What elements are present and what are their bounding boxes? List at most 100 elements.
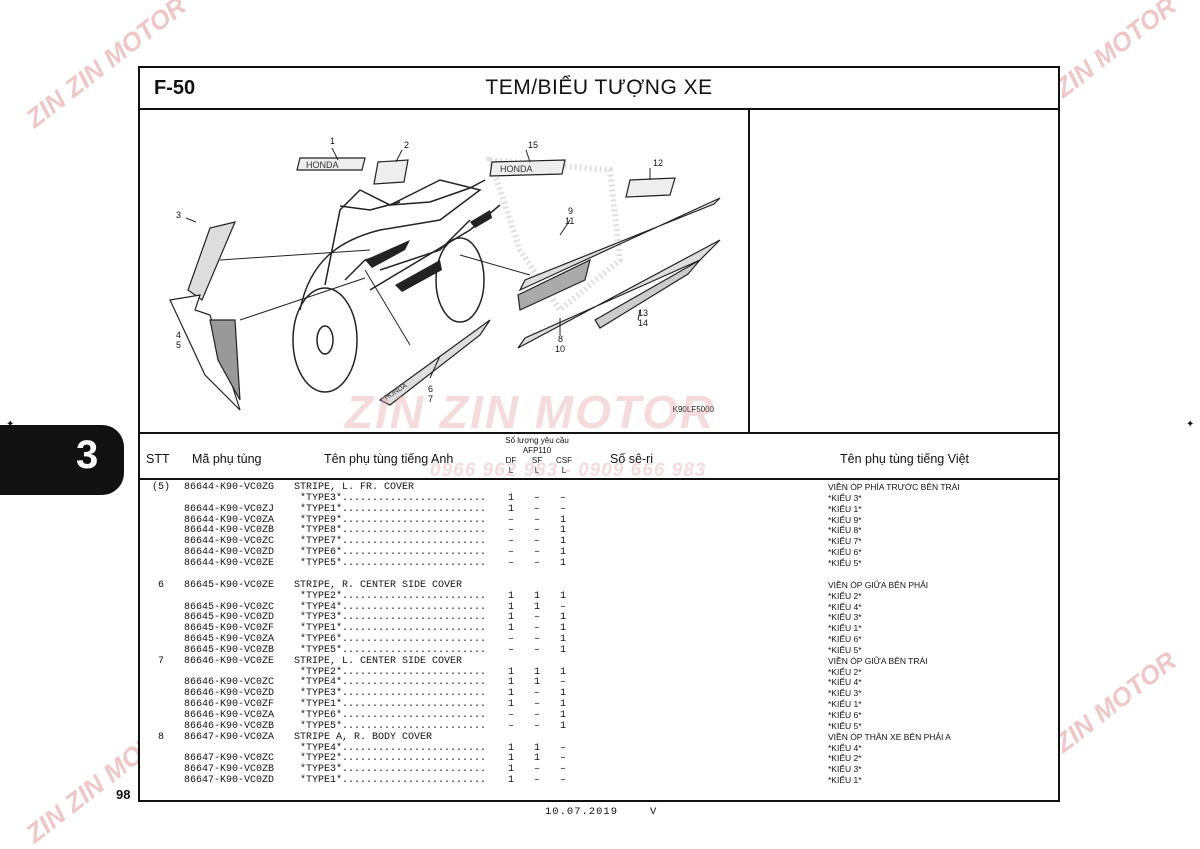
row-qty-sf: 1 [533,666,540,678]
row-qty-csf: 1 [559,557,566,569]
page-header: F-50 TEM/BIỂU TƯỢNG XE [140,68,1058,110]
col-serial: Số sê-ri [610,452,654,466]
row-qty-csf: 1 [559,612,566,624]
row-name-vn: *KIỂU 4* [828,677,862,688]
row-qty-csf: 1 [559,634,566,646]
row-qty-csf: 1 [559,590,566,602]
row-qty-df: 1 [507,764,514,776]
col-unit: L [561,466,567,475]
row-name-en: *TYPE2*........................ [294,590,487,602]
row-qty-df: – [507,710,514,721]
row-stt: 6 [157,579,164,591]
col-df: DF [505,456,517,465]
row-part-number: 86647-K90-VC0ZD [184,775,275,787]
row-qty-df: – [507,525,514,537]
table-row: 86645-K90-VC0ZD *TYPE3*.................… [140,612,1058,623]
row-qty-sf: 1 [533,601,540,613]
row-name-vn: *KIỂU 3* [828,764,862,775]
row-qty-df: – [507,514,514,526]
callout-label: 12 [653,158,663,168]
row-qty-sf: – [533,775,540,787]
row-qty-df: 1 [507,699,514,711]
row-name-en: *TYPE5*........................ [294,644,487,656]
table-row: 86646-K90-VC0ZB *TYPE5*.................… [140,721,1058,732]
callout-label: 3 [176,210,181,220]
row-qty-df: 1 [507,623,514,635]
row-name-en: *TYPE6*........................ [294,547,487,559]
row-part-number: 86647-K90-VC0ZB [184,764,275,776]
section-tab: 3 [0,425,124,495]
callout-label: 11 [565,216,574,226]
table-row: 86647-K90-VC0ZB *TYPE3*.................… [140,764,1058,775]
row-qty-csf: 1 [559,720,566,732]
row-part-number: 86644-K90-VC0ZD [184,547,275,559]
row-name-en: *TYPE1*........................ [294,699,487,711]
registration-mark: ✦ [6,419,14,430]
row-qty-sf: – [533,688,540,700]
row-name-en: STRIPE, R. CENTER SIDE COVER [294,579,463,591]
row-part-number: 86645-K90-VC0ZA [184,634,275,646]
catalog-page: F-50 TEM/BIỂU TƯỢNG XE [138,66,1060,802]
row-name-en: STRIPE, L. CENTER SIDE COVER [294,655,463,667]
table-header: STT Mã phụ tùng Tên phụ tùng tiếng Anh S… [140,432,1058,480]
row-part-number: 86646-K90-VC0ZB [184,720,275,732]
row-qty-csf: – [559,775,566,787]
row-part-number: 86644-K90-VC0ZB [184,525,275,537]
row-part-number: 86644-K90-VC0ZE [184,557,275,569]
row-qty-sf: – [533,557,540,569]
row-stt: (5) [151,482,170,493]
row-qty-sf: – [533,536,540,548]
table-row: 86647-K90-VC0ZC *TYPE2*.................… [140,753,1058,764]
row-qty-df: 1 [507,590,514,602]
table-row: *TYPE3*........................1––*KIỂU … [140,493,1058,504]
row-name-vn: *KIỂU 7* [828,536,862,547]
row-qty-sf: 1 [533,590,540,602]
col-csf: CSF [556,456,572,465]
row-qty-df: 1 [507,601,514,613]
row-name-vn: *KIỂU 3* [828,492,862,503]
table-row: 86646-K90-VC0ZF *TYPE1*.................… [140,699,1058,710]
table-row: 86646-K90-VC0ZD *TYPE3*.................… [140,688,1058,699]
row-name-en: *TYPE6*........................ [294,710,487,721]
page-number: 98 [116,787,131,802]
callout-label: 6 [428,384,433,394]
callout-label: 2 [404,140,409,150]
row-qty-csf: 1 [559,514,566,526]
table-row: 86645-K90-VC0ZC *TYPE4*.................… [140,602,1058,613]
row-name-vn: *KIỂU 1* [828,775,862,786]
table-row: 86646-K90-VC0ZC *TYPE4*.................… [140,677,1058,688]
row-qty-df: – [507,634,514,646]
row-name-vn: *KIỂU 3* [828,612,862,623]
row-qty-df: – [507,547,514,559]
row-qty-df: 1 [507,775,514,787]
col-stt: STT [146,452,170,466]
table-row: 86644-K90-VC0ZB *TYPE8*.................… [140,525,1058,536]
row-name-vn: *KIỂU 5* [828,557,862,568]
row-qty-sf: – [533,612,540,624]
empty-panel [750,110,1060,432]
row-part-number: 86647-K90-VC0ZA [184,731,275,743]
col-model: AFP110 [522,446,552,455]
row-name-vn: *KIỂU 2* [828,753,862,764]
row-qty-csf: – [559,677,566,689]
row-name-en: *TYPE2*........................ [294,666,487,678]
row-qty-csf: – [559,601,566,613]
row-qty-df: – [507,557,514,569]
row-name-en: *TYPE1*........................ [294,775,487,787]
row-name-en: *TYPE3*........................ [294,612,487,624]
row-name-vn: *KIỂU 6* [828,547,862,558]
row-qty-sf: – [533,503,540,515]
row-qty-sf: – [533,764,540,776]
row-name-en: *TYPE4*........................ [294,742,487,754]
table-row: 86645-K90-VC0ZF *TYPE1*.................… [140,623,1058,634]
callout-label: 15 [528,140,538,150]
row-name-vn: VIỀN ÓP PHÍA TRƯỚC BÊN TRÁI [828,482,960,492]
row-qty-df: 1 [507,666,514,678]
row-qty-csf: 1 [559,644,566,656]
row-part-number: 86644-K90-VC0ZJ [184,503,275,515]
row-qty-csf: 1 [559,699,566,711]
